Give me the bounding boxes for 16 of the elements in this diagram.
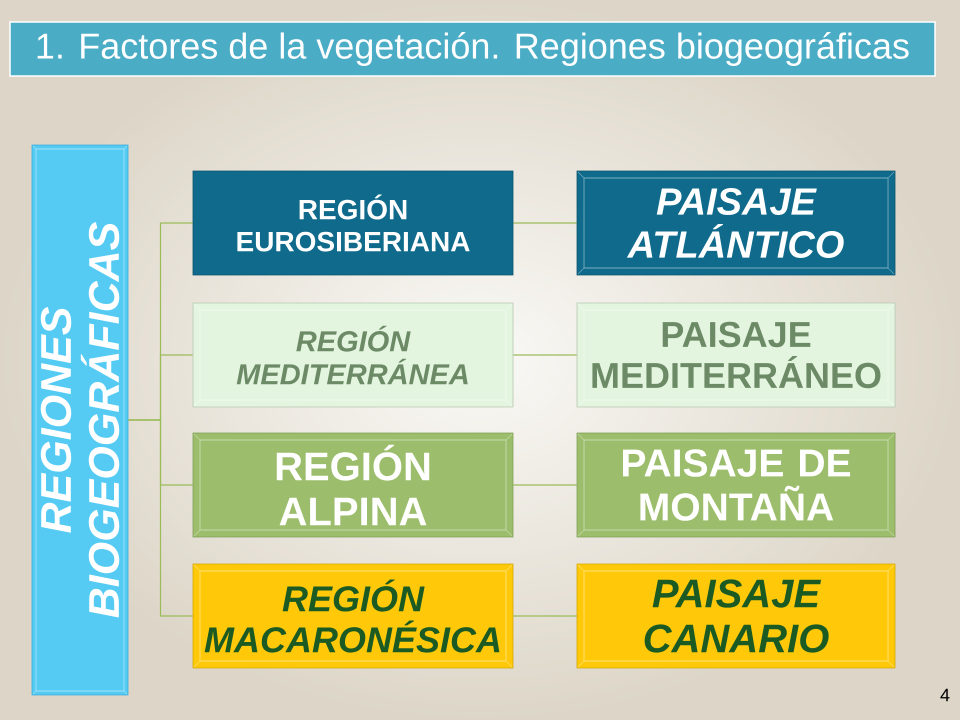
landscape-box: PAISAJE DE MONTAÑA	[576, 432, 896, 538]
title-banner: 1. Factores de la vegetación. Regiones biogeográficas	[9, 21, 936, 77]
region-box: REGIÓN MACARONÉSICA	[192, 564, 514, 668]
region-box: REGIÓN EUROSIBERIANA	[192, 170, 514, 276]
heading-box: REGIONES BIOGEOGRÁFICAS	[32, 144, 128, 696]
region-box: REGIÓN MEDITERRÁNEA	[192, 302, 514, 408]
connector-line	[513, 615, 577, 617]
connector-line	[513, 222, 577, 224]
region-box: REGIÓN ALPINA	[192, 432, 514, 538]
connector-line	[128, 419, 193, 617]
connector-line	[513, 354, 577, 356]
landscape-box: PAISAJE ATLÁNTICO	[576, 170, 896, 276]
landscape-box: PAISAJE MEDITERRÁNEO	[576, 302, 896, 408]
landscape-box: PAISAJE CANARIO	[576, 564, 896, 668]
page-number: 4	[940, 688, 950, 702]
connector-line	[513, 484, 577, 486]
